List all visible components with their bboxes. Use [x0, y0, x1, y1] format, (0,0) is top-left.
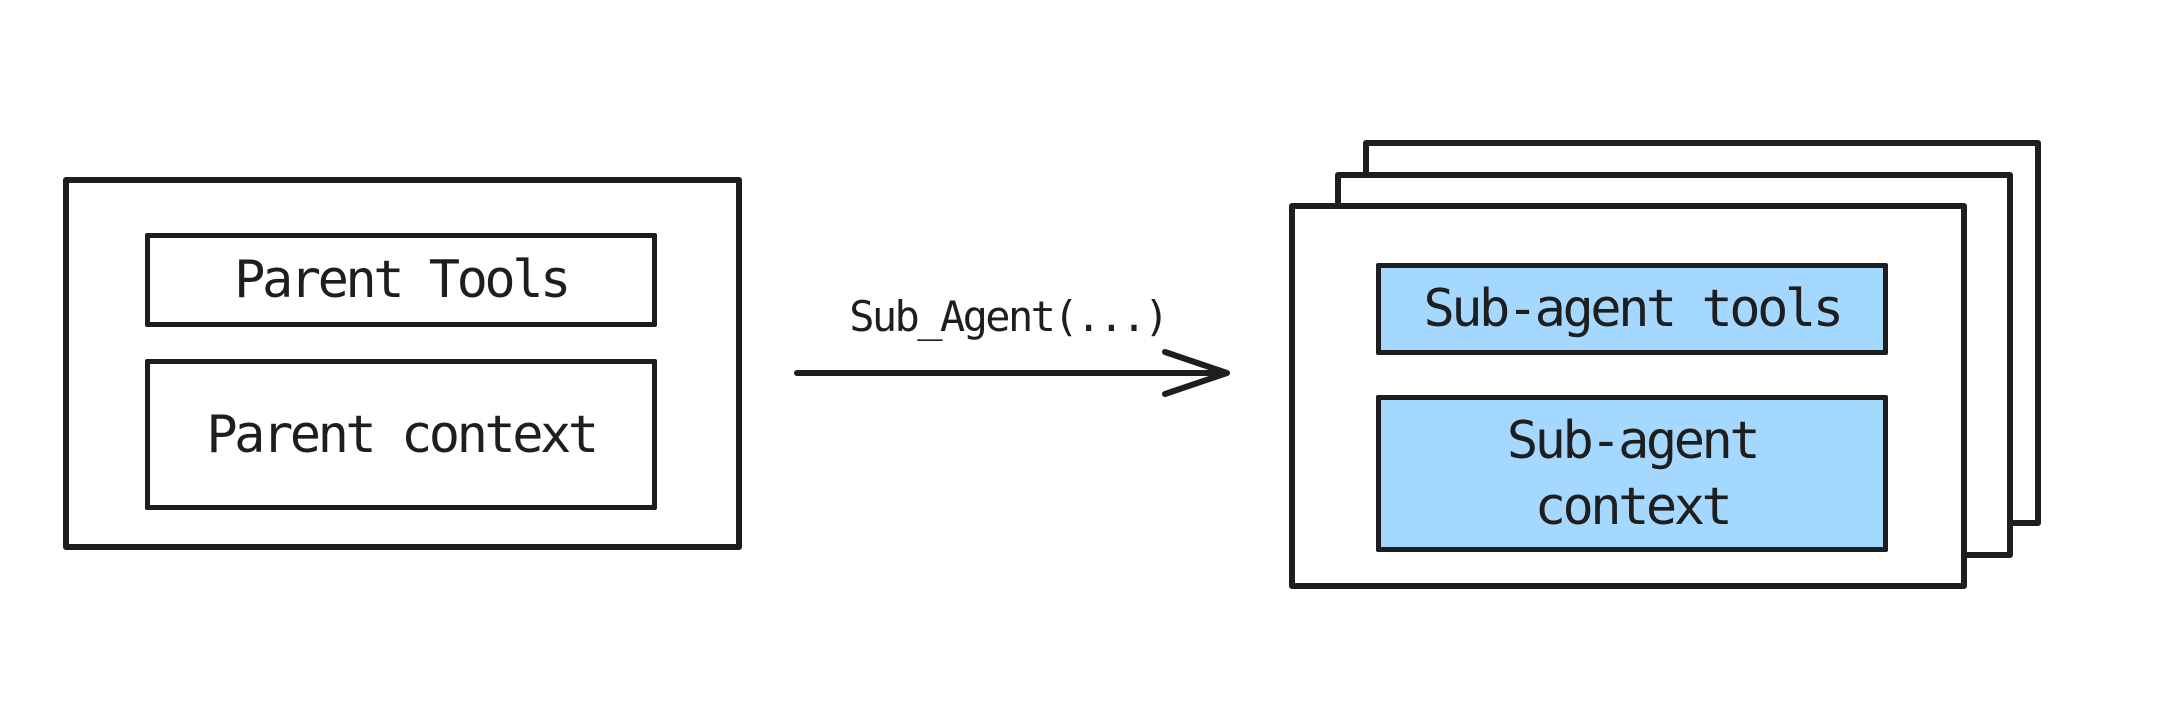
- sub-agent-tools-label: Sub-agent tools: [1423, 279, 1844, 339]
- parent-context-label: Parent context: [206, 404, 599, 465]
- parent-context-box: Parent context: [145, 359, 657, 510]
- arrow-head: [1162, 349, 1230, 397]
- sub-agent-context-label: Sub-agent context: [1506, 410, 1785, 537]
- sub-agent-tools-box: Sub-agent tools: [1376, 263, 1888, 355]
- sub-agent-context-box: Sub-agent context: [1376, 395, 1888, 552]
- parent-tools-box: Parent Tools: [145, 233, 657, 327]
- sub-agent-call-label: Sub_Agent(...): [849, 291, 1169, 341]
- parent-tools-label: Parent Tools: [234, 250, 571, 310]
